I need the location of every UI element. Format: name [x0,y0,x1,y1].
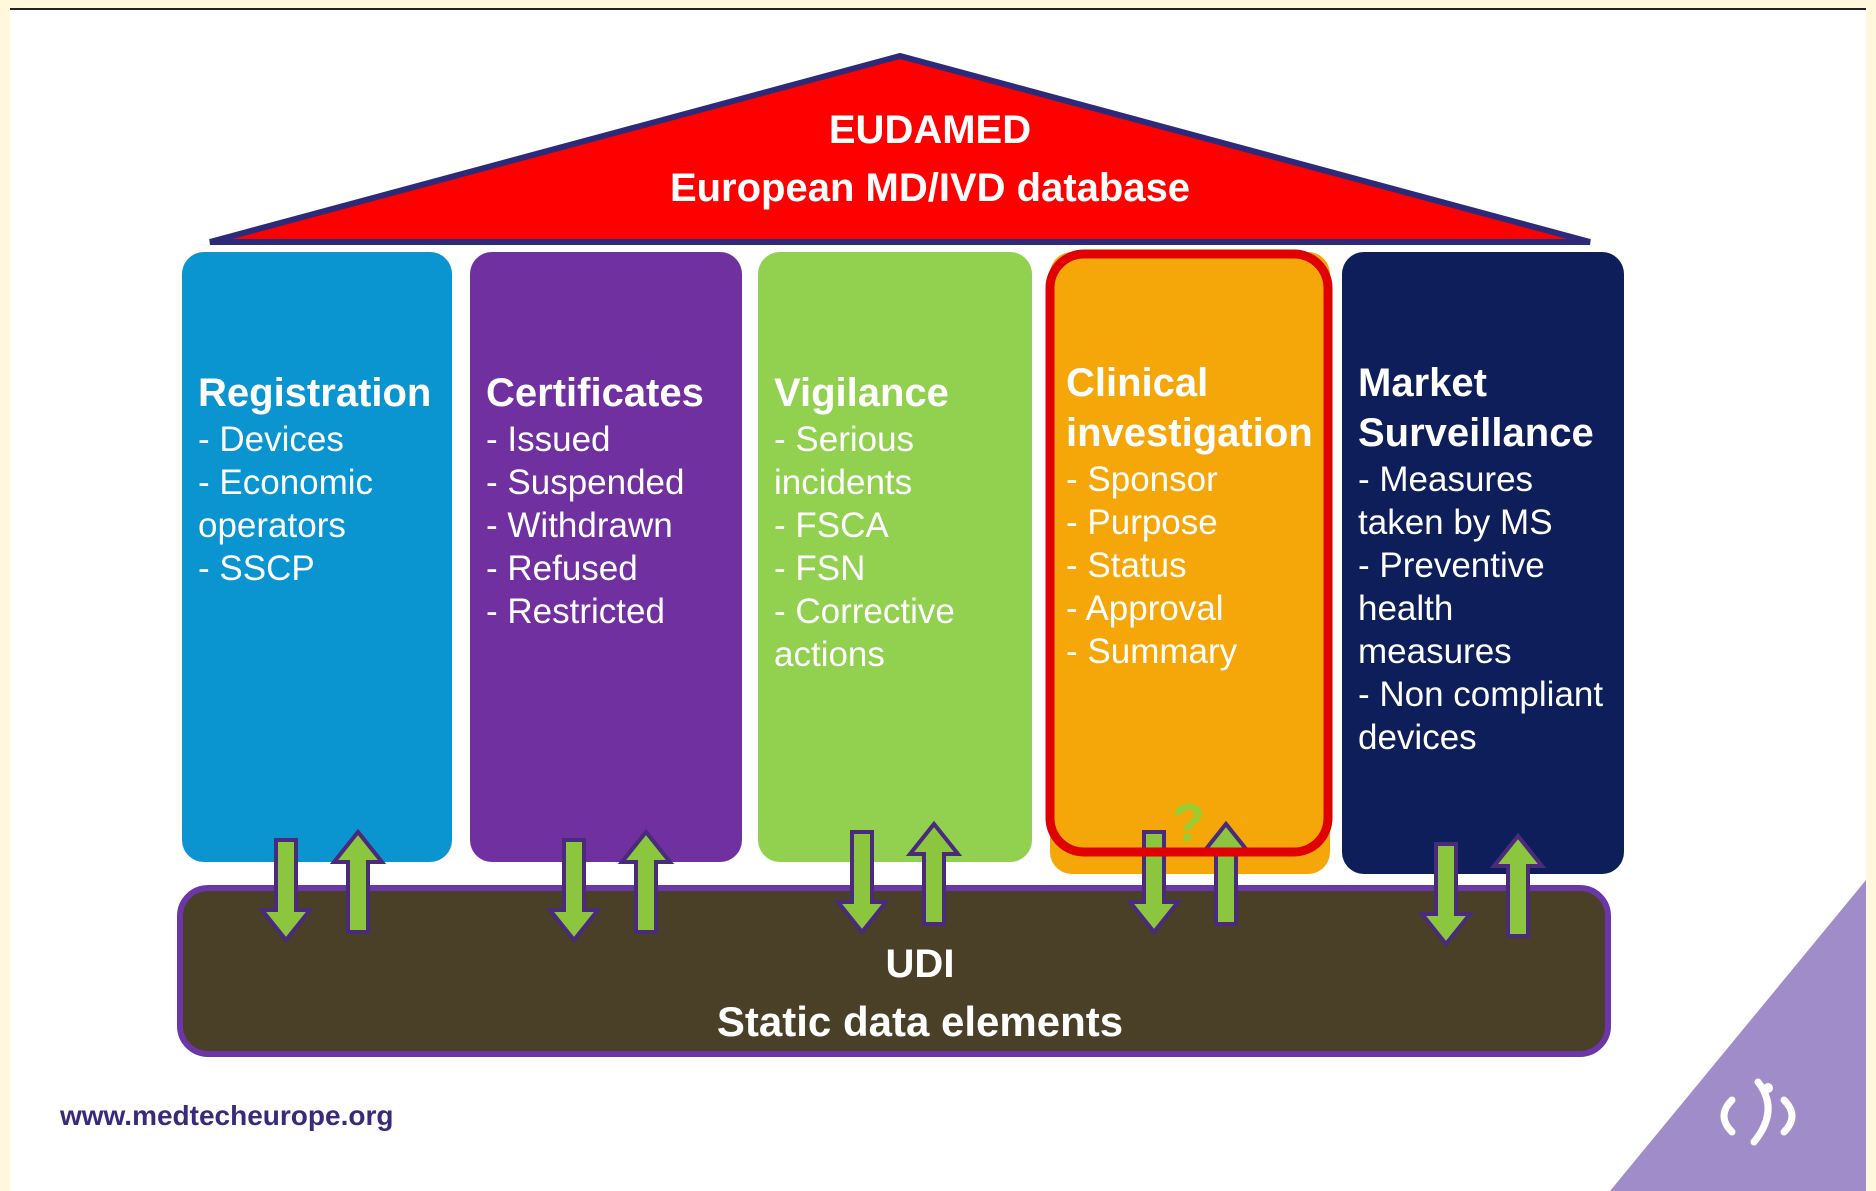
base-subtitle: Static data elements [716,998,1124,1045]
list-item: - Preventive [1358,546,1545,585]
roof-title: EUDAMED [828,108,1032,152]
list-item: - Corrective [774,592,955,631]
roof-subtitle: European MD/IVD database [669,166,1191,210]
arrow-down-icon [1420,842,1472,946]
arrow-up-icon [908,822,960,926]
roof-triangle [209,52,1591,245]
arrow-overlay [260,249,1544,946]
base-title: UDI [885,942,955,986]
arrow-up-icon [1492,834,1544,938]
list-item: measures [1358,632,1512,671]
list-item: incidents [774,463,913,502]
arrow-down-icon [1128,830,1180,934]
pillar-title-line1: Clinical [1066,361,1209,405]
arrow-down-icon [836,830,888,934]
arrow-up-icon [1200,822,1252,926]
list-item: - Non compliant [1358,675,1604,714]
medtech-logo-icon [1720,1078,1796,1146]
list-item: - Sponsor [1066,460,1218,499]
list-item: actions [774,635,885,674]
list-item: health [1358,589,1454,628]
list-item: - Economic [198,463,374,502]
arrow-down-icon [548,838,600,942]
arrow-up-icon [620,830,672,934]
list-item: operators [198,506,346,545]
list-item: - Suspended [486,463,685,502]
list-item: - FSCA [774,506,889,545]
udi-base [177,885,1611,1057]
pillar-title: Registration [198,371,432,415]
list-item: - FSN [774,549,866,588]
pillar-certificates: Certificates - Issued - Suspended - With… [470,252,742,862]
pillar-title: Vigilance [774,371,949,415]
pillar-clinical-investigation: Clinical investigation - Sponsor - Purpo… [1050,252,1330,874]
list-item: - Approval [1066,589,1224,628]
list-item: devices [1358,718,1477,757]
list-item: taken by MS [1358,503,1553,542]
list-item: - Serious [774,420,915,459]
list-item: - Refused [486,549,638,588]
arrow-up-icon [332,830,384,934]
diagram-graphics [177,52,1866,1191]
pillar-title-line2: Surveillance [1358,411,1594,455]
corner-decoration [1610,880,1866,1191]
pillar-vigilance: Vigilance - Serious incidents - FSCA - F… [758,252,1032,862]
footer-url[interactable]: www.medtecheurope.org [60,1100,394,1131]
pillar-title: Certificates [486,371,704,415]
list-item: - Measures [1358,460,1534,499]
list-item: - Summary [1066,632,1238,671]
arrow-down-icon [260,838,312,942]
slide: EUDAMED European MD/IVD database Registr… [10,8,1866,1191]
highlight-box [1045,249,1333,857]
list-item: - Purpose [1066,503,1218,542]
list-item: - Issued [486,420,611,459]
list-item: - Devices [198,420,344,459]
list-item: - Restricted [486,592,665,631]
pillar-market-surveillance: Market Surveillance - Measures taken by … [1342,252,1624,874]
question-mark-icon: ? [1172,793,1205,853]
list-item: - Withdrawn [486,506,673,545]
list-item: - SSCP [198,549,315,588]
list-item: - Status [1066,546,1187,585]
pillar-title-line2: investigation [1066,411,1313,455]
pillar-title-line1: Market [1358,361,1487,405]
pillar-registration: Registration - Devices - Economic operat… [182,252,452,862]
